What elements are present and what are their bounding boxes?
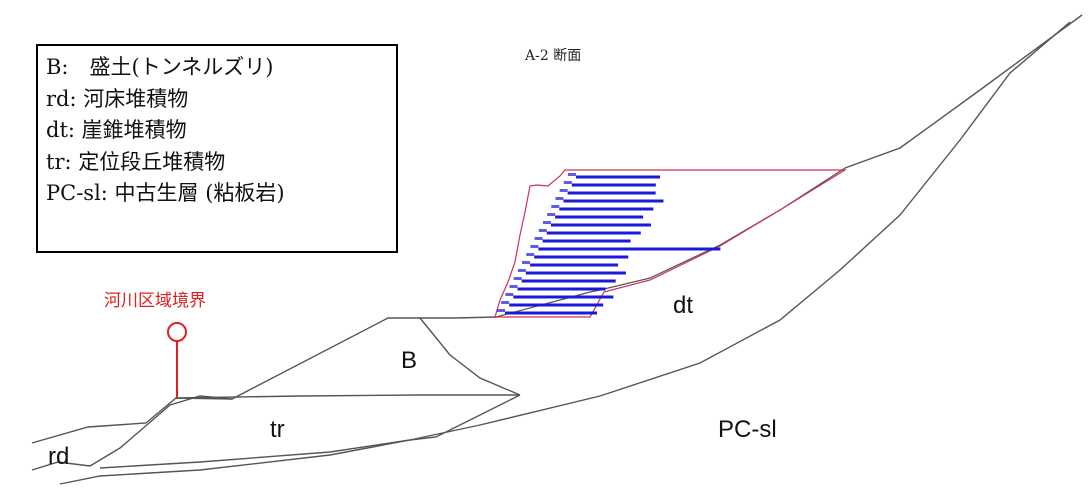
tr-bottom-line — [99, 439, 411, 469]
boundary-marker-circle — [167, 322, 187, 342]
upper-slope-line — [844, 14, 1083, 169]
anchor-head — [547, 213, 556, 216]
zone-label-dt: dt — [673, 292, 694, 319]
anchor-head — [559, 189, 568, 192]
ground-surface-line — [31, 316, 497, 444]
rd-bottom-line — [31, 461, 91, 471]
anchor-head — [534, 237, 543, 240]
legend-item: rd: 河床堆積物 — [46, 86, 189, 111]
legend-item: B: 盛土(トンネルズリ) — [46, 55, 274, 79]
zone-label-pcsl: PC-sl — [718, 416, 777, 443]
tr-right-line — [409, 394, 521, 441]
anchor-head — [542, 221, 551, 224]
anchor-head — [513, 277, 522, 280]
boundary-label: 河川区域境界 — [104, 291, 206, 311]
anchor-head — [526, 253, 535, 256]
legend-item: tr: 定位段丘堆積物 — [46, 149, 226, 174]
anchor-group — [497, 173, 721, 315]
legend-item: PC-sl: 中古生層 (粘板岩) — [46, 181, 285, 205]
fill-boundary-line — [147, 395, 233, 425]
anchor-head — [530, 245, 539, 248]
zone-label-tr: tr — [270, 416, 285, 443]
section-title: A-2 断面 — [525, 48, 582, 64]
anchor-head — [551, 205, 560, 208]
anchor-head — [568, 173, 576, 176]
legend-box: B: 盛土(トンネルズリ) rd: 河床堆積物 dt: 崖錐堆積物 tr: 定位… — [36, 44, 398, 253]
zone-label-b: B — [401, 347, 418, 374]
anchor-head — [522, 261, 531, 264]
zone-label-rd: rd — [48, 443, 70, 470]
tr-top-line — [175, 394, 520, 399]
bedrock-boundary-line — [59, 21, 1071, 485]
anchor-head — [555, 197, 564, 200]
anchor-head — [538, 229, 547, 232]
cut-slope-outline — [494, 169, 848, 318]
anchor-head — [505, 293, 514, 296]
anchor-head — [563, 181, 572, 184]
rd-layer-line — [89, 423, 149, 467]
anchor-head — [517, 269, 526, 272]
legend-item: dt: 崖錐堆積物 — [46, 118, 187, 142]
anchor-head — [501, 301, 510, 304]
fill-toe-line — [419, 317, 521, 396]
anchor-head — [509, 285, 518, 288]
anchor-head — [497, 309, 505, 312]
